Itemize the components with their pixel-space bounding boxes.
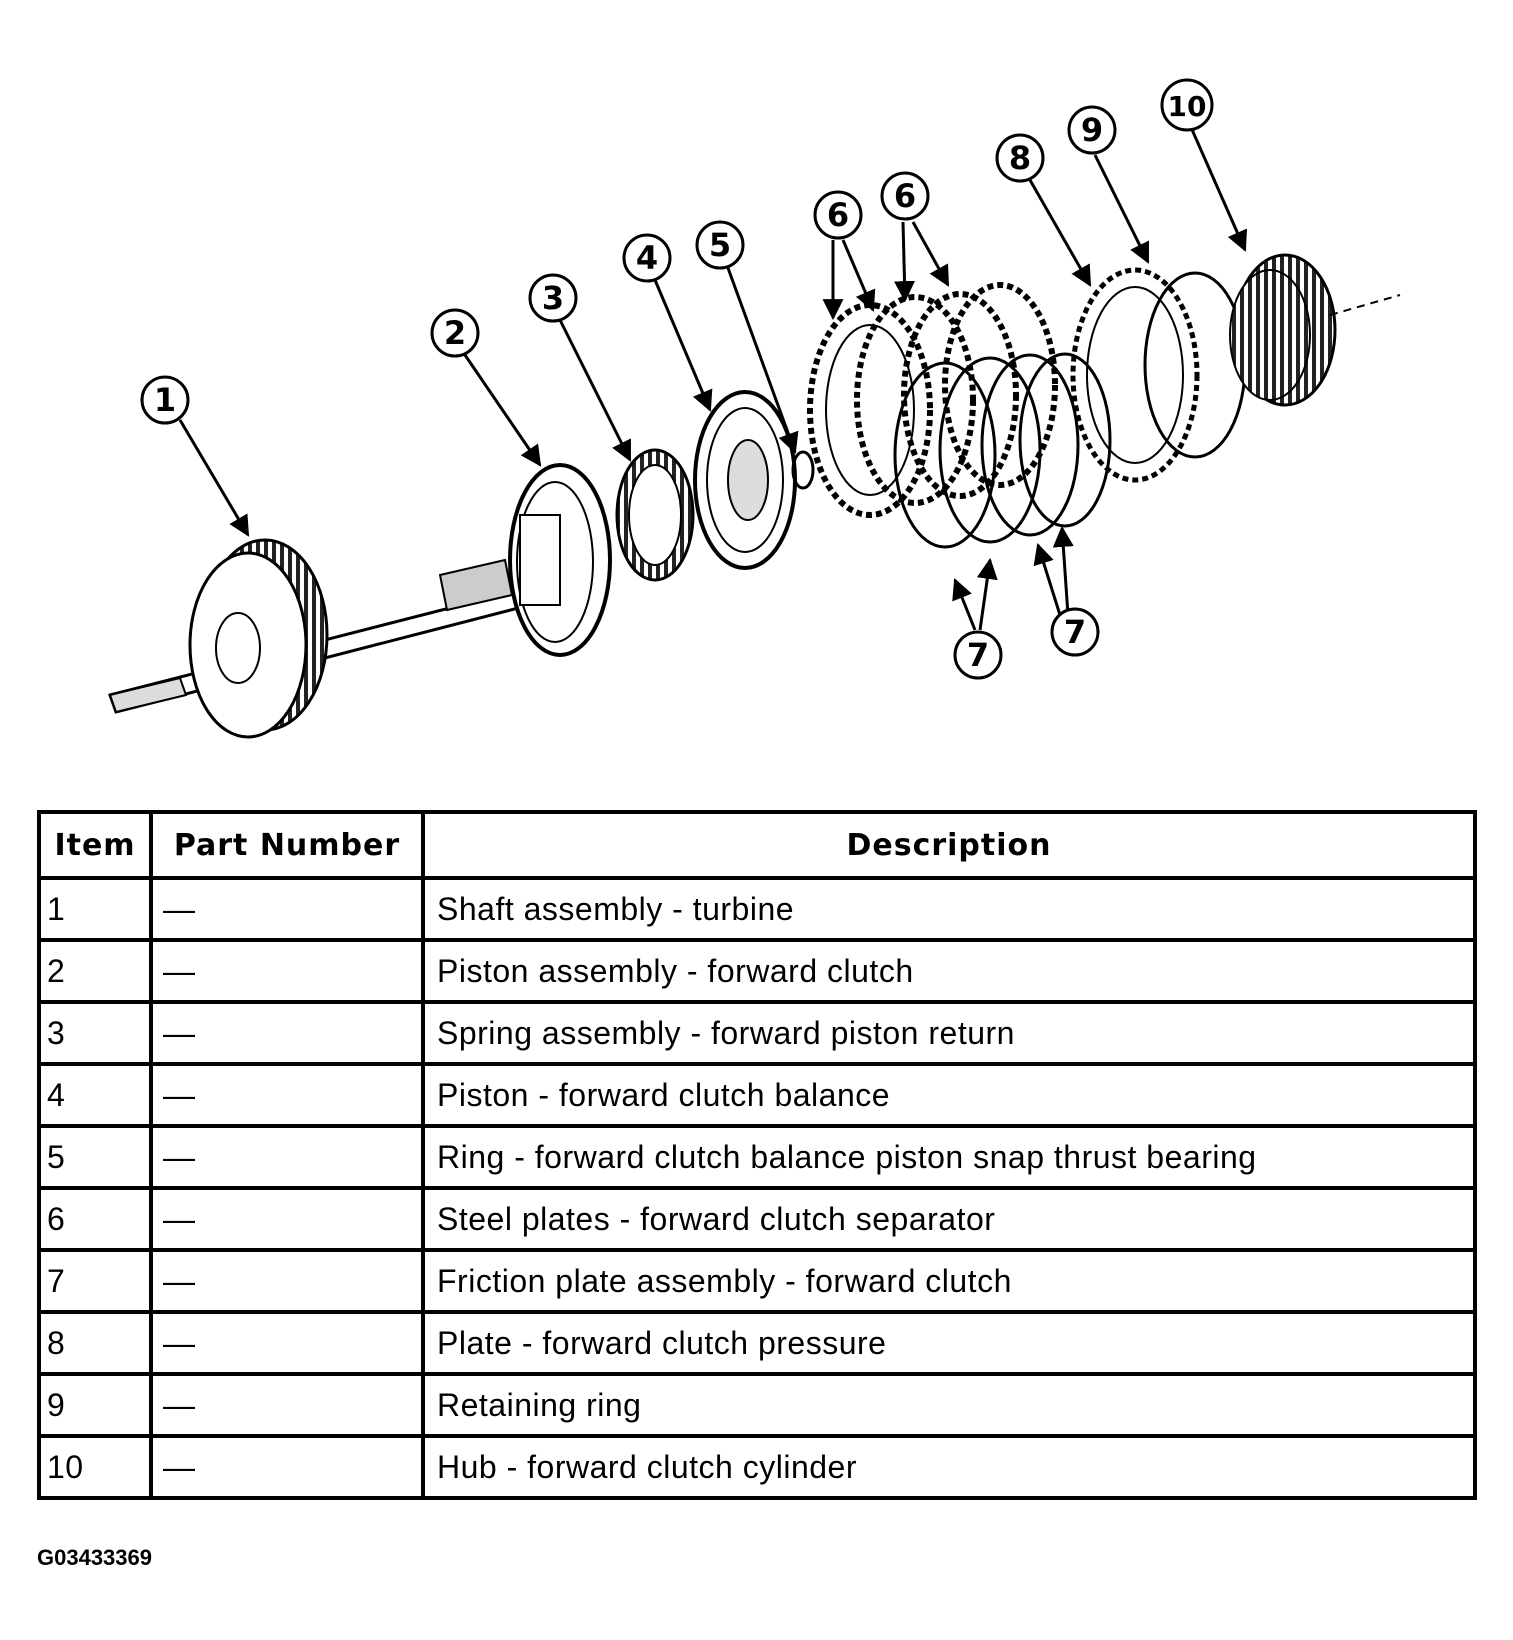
cell-description: Spring assembly - forward piston return — [421, 1000, 1477, 1066]
svg-text:8: 8 — [1009, 139, 1031, 177]
cell-item: 6 — [37, 1186, 153, 1252]
svg-text:4: 4 — [636, 239, 658, 277]
cell-description: Friction plate assembly - forward clutch — [421, 1248, 1477, 1314]
callout-3: 3 — [528, 273, 578, 323]
cell-description: Hub - forward clutch cylinder — [421, 1434, 1477, 1500]
callout-6b: 6 — [880, 171, 930, 221]
svg-text:7: 7 — [1064, 613, 1086, 651]
part-spring-assembly — [615, 448, 695, 582]
figure-id: G03433369 — [37, 1545, 152, 1570]
cell-item: 5 — [37, 1124, 153, 1190]
table-row: 9—Retaining ring — [37, 1372, 1477, 1438]
part-snap-ring — [791, 450, 815, 490]
cell-part-number: — — [149, 1248, 425, 1314]
header-description: Description — [421, 810, 1477, 880]
callout-4: 4 — [622, 233, 672, 283]
svg-text:6: 6 — [827, 196, 849, 234]
cell-item: 10 — [37, 1434, 153, 1500]
cell-item: 3 — [37, 1000, 153, 1066]
cell-part-number: — — [149, 1000, 425, 1066]
table-row: 6—Steel plates - forward clutch separato… — [37, 1186, 1477, 1252]
part-piston-assembly — [508, 463, 612, 657]
svg-text:10: 10 — [1168, 90, 1207, 123]
cell-part-number: — — [149, 1434, 425, 1500]
callout-9: 9 — [1067, 105, 1117, 155]
cell-description: Steel plates - forward clutch separator — [421, 1186, 1477, 1252]
header-item: Item — [37, 810, 153, 880]
cell-item: 1 — [37, 876, 153, 942]
table-row: 1—Shaft assembly - turbine — [37, 876, 1477, 942]
cell-description: Shaft assembly - turbine — [421, 876, 1477, 942]
cell-item: 7 — [37, 1248, 153, 1314]
table-header-row: Item Part Number Description — [37, 810, 1477, 880]
callout-7c: 7 — [1050, 607, 1100, 657]
cell-part-number: — — [149, 1186, 425, 1252]
callout-balloons: 1 2 3 4 5 6 6 7 7 7 8 9 10 — [140, 78, 1214, 680]
svg-text:1: 1 — [154, 381, 176, 419]
cell-description: Plate - forward clutch pressure — [421, 1310, 1477, 1376]
cell-description: Piston - forward clutch balance — [421, 1062, 1477, 1128]
cell-item: 2 — [37, 938, 153, 1004]
cell-description: Piston assembly - forward clutch — [421, 938, 1477, 1004]
svg-text:2: 2 — [444, 314, 466, 352]
table-row: 8—Plate - forward clutch pressure — [37, 1310, 1477, 1376]
table-row: 10—Hub - forward clutch cylinder — [37, 1434, 1477, 1500]
table-row: 7—Friction plate assembly - forward clut… — [37, 1248, 1477, 1314]
svg-text:6: 6 — [894, 177, 916, 215]
header-part-number: Part Number — [149, 810, 425, 880]
part-balance-piston — [693, 390, 797, 570]
svg-text:5: 5 — [709, 226, 731, 264]
svg-text:7: 7 — [967, 636, 989, 674]
cell-description: Retaining ring — [421, 1372, 1477, 1438]
callout-6a: 6 — [813, 190, 863, 240]
cell-part-number: — — [149, 876, 425, 942]
svg-text:9: 9 — [1081, 111, 1103, 149]
cell-part-number: — — [149, 938, 425, 1004]
cell-part-number: — — [149, 1062, 425, 1128]
table-row: 4—Piston - forward clutch balance — [37, 1062, 1477, 1128]
cell-item: 8 — [37, 1310, 153, 1376]
part-clutch-plate-stack — [807, 282, 1112, 549]
callout-arrows — [178, 124, 1247, 631]
callout-10: 10 — [1160, 78, 1214, 132]
table-row: 3—Spring assembly - forward piston retur… — [37, 1000, 1477, 1066]
cell-part-number: — — [149, 1124, 425, 1190]
callout-8: 8 — [995, 133, 1045, 183]
cell-part-number: — — [149, 1310, 425, 1376]
part-hub — [1229, 253, 1401, 407]
part-pressure-plate — [1070, 267, 1200, 483]
cell-item: 4 — [37, 1062, 153, 1128]
callout-5: 5 — [695, 220, 745, 270]
callout-2: 2 — [430, 308, 480, 358]
exploded-view-diagram: 1 2 3 4 5 6 6 7 7 7 8 9 10 — [108, 78, 1401, 739]
svg-text:3: 3 — [542, 279, 564, 317]
parts-table: Item Part Number Description 1—Shaft ass… — [37, 810, 1477, 1500]
cell-description: Ring - forward clutch balance piston sna… — [421, 1124, 1477, 1190]
callout-1: 1 — [140, 375, 190, 425]
part-turbine-shaft — [108, 538, 528, 739]
table-row: 2—Piston assembly - forward clutch — [37, 938, 1477, 1004]
table-row: 5—Ring - forward clutch balance piston s… — [37, 1124, 1477, 1190]
callout-7a: 7 — [953, 630, 1003, 680]
cell-part-number: — — [149, 1372, 425, 1438]
cell-item: 9 — [37, 1372, 153, 1438]
